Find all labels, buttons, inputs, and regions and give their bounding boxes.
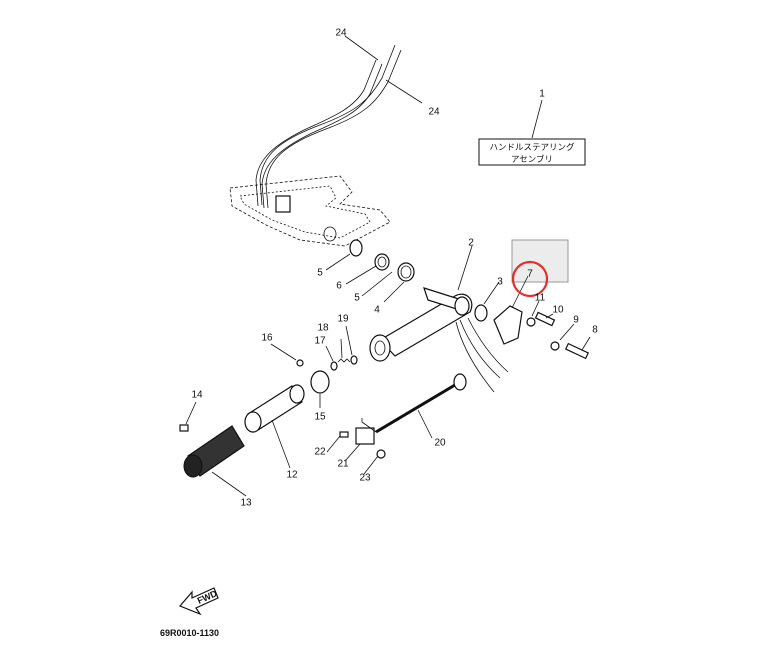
label-17: 17 <box>314 336 326 347</box>
nut-23 <box>376 449 386 459</box>
label-22: 22 <box>314 447 326 458</box>
diagram-code: 69R0010-1130 <box>160 628 219 638</box>
part-19 <box>350 355 358 365</box>
screw-14 <box>179 424 189 432</box>
label-11: 11 <box>535 293 546 304</box>
bushing-4 <box>397 262 415 282</box>
label-7: 7 <box>527 269 533 280</box>
label-19: 19 <box>337 314 349 325</box>
throttle-shaft <box>375 380 461 434</box>
throttle-grip <box>244 384 305 433</box>
bracket-7 <box>493 305 523 345</box>
washer-5 <box>349 239 363 257</box>
screw-16 <box>296 359 304 367</box>
label-24-top: 24 <box>335 28 347 39</box>
label-10: 10 <box>552 305 564 316</box>
label-5: 5 <box>317 268 323 279</box>
washer-11 <box>526 317 536 327</box>
label-5b: 5 <box>354 293 360 304</box>
bolt-8 <box>564 342 590 360</box>
spring-18 <box>337 358 351 363</box>
label-9: 9 <box>573 315 579 326</box>
callout-box <box>478 138 586 166</box>
bushing-6 <box>374 253 390 271</box>
label-3: 3 <box>497 277 503 288</box>
screw-22 <box>339 431 349 438</box>
label-16: 16 <box>261 333 273 344</box>
leader-lines <box>185 35 591 497</box>
label-13: 13 <box>240 498 252 509</box>
callout-number: 1 <box>539 89 545 100</box>
callout-text-line1: ハンドルステアリング <box>489 142 575 153</box>
highlight-box <box>511 239 569 283</box>
washer-9 <box>550 341 560 351</box>
label-23: 23 <box>359 473 371 484</box>
fwd-arrow-icon: FWD <box>178 587 219 616</box>
callout-text-line2: アセンブリ <box>511 154 553 165</box>
bolt-10 <box>534 311 556 327</box>
label-14: 14 <box>191 390 203 401</box>
label-8: 8 <box>592 325 598 336</box>
highlight-circle <box>511 260 549 298</box>
steering-handle-arm <box>369 287 473 362</box>
part-17 <box>330 361 338 371</box>
clamp-21 <box>355 427 375 445</box>
label-15: 15 <box>314 412 326 423</box>
label-6: 6 <box>336 281 342 292</box>
housing-outline <box>229 175 391 247</box>
label-20: 20 <box>434 438 446 449</box>
label-12: 12 <box>286 470 298 481</box>
label-24-right: 24 <box>428 107 440 118</box>
label-2: 2 <box>468 238 474 249</box>
label-4: 4 <box>374 305 380 316</box>
handle-grip <box>183 425 245 478</box>
collar-15 <box>310 370 330 394</box>
label-21: 21 <box>337 459 349 470</box>
throttle-shift-cables <box>255 44 402 213</box>
label-18: 18 <box>317 323 329 334</box>
